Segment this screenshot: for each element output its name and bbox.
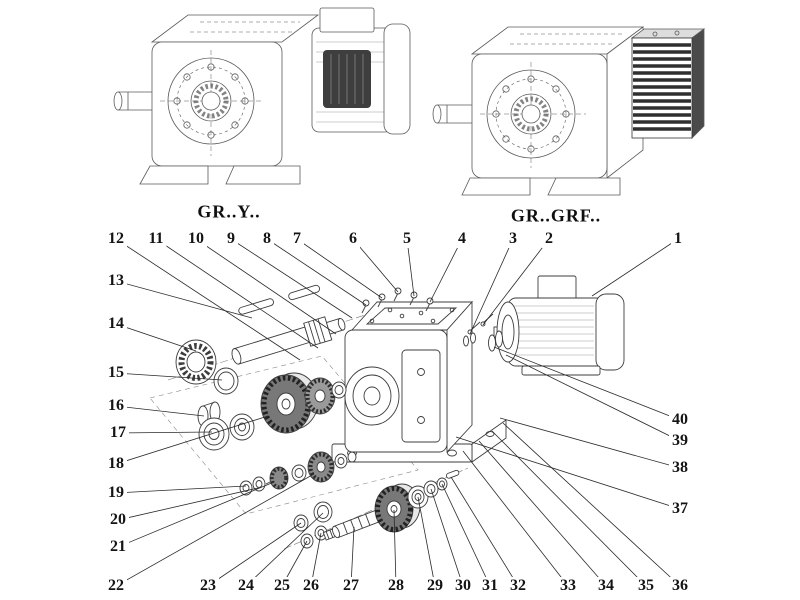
- leader-line-12: [115, 238, 301, 361]
- gearbox-housing: [344, 300, 474, 454]
- leader-line-21: [117, 481, 275, 548]
- leader-line-3: [469, 238, 514, 335]
- leader-line-14: [115, 323, 197, 352]
- leader-line-16: [115, 405, 205, 417]
- figure-label-left: GR..Y..: [197, 201, 261, 222]
- leader-line-32: [450, 476, 519, 587]
- leader-line-33: [462, 450, 569, 587]
- leader-line-31: [441, 483, 491, 587]
- figure-gearmotor-flange-cover: [432, 26, 706, 196]
- output-shaft: [113, 91, 152, 111]
- leader-line-34: [478, 440, 607, 587]
- leader-line-11: [155, 238, 319, 349]
- motor: [493, 275, 625, 376]
- leader-line-29: [417, 496, 436, 587]
- input-shaft: [231, 316, 346, 365]
- leader-line-20: [117, 487, 259, 521]
- output-shaft: [432, 104, 472, 124]
- leader-line-25: [281, 540, 308, 587]
- leader-line-40: [493, 346, 681, 421]
- leader-line-23: [207, 522, 302, 587]
- finned-cover-block: [630, 28, 706, 139]
- leader-line-27: [350, 526, 355, 587]
- leader-line-5: [406, 238, 415, 297]
- leader-line-2: [482, 238, 550, 326]
- leader-line-7: [296, 238, 383, 299]
- leader-line-35: [491, 430, 647, 587]
- figure-label-right: GR..GRF..: [510, 205, 602, 226]
- leader-line-38: [499, 417, 681, 469]
- leader-line-18: [115, 415, 269, 465]
- leader-line-15: [115, 372, 223, 381]
- leader-line-1: [591, 238, 679, 297]
- leader-line-28: [393, 509, 397, 587]
- intermediate-shaft-parts: [239, 451, 357, 496]
- retaining-ring: [213, 367, 239, 395]
- leader-line-39: [505, 354, 681, 442]
- leader-lines: [115, 238, 681, 587]
- splined-ring: [175, 339, 217, 385]
- leader-line-37: [455, 436, 681, 510]
- leader-line-36: [502, 422, 681, 587]
- leader-line-10: [195, 238, 337, 335]
- motor-windings: [323, 50, 371, 108]
- leader-line-24: [245, 512, 324, 587]
- leader-line-4: [429, 238, 463, 303]
- leader-line-13: [115, 280, 253, 319]
- leader-line-17: [117, 431, 213, 434]
- leader-line-22: [115, 473, 315, 587]
- gear-medium: [304, 377, 347, 415]
- output-shaft-parts: [293, 469, 460, 549]
- leader-line-30: [430, 488, 464, 587]
- bearing-pair: [198, 413, 255, 451]
- figure-gearmotor-foot-mounted: [113, 7, 411, 185]
- leader-line-6: [352, 238, 399, 293]
- leader-line-8: [266, 238, 367, 306]
- leader-line-19: [115, 485, 247, 494]
- exploded-view: [149, 275, 625, 550]
- leader-line-9: [230, 238, 353, 319]
